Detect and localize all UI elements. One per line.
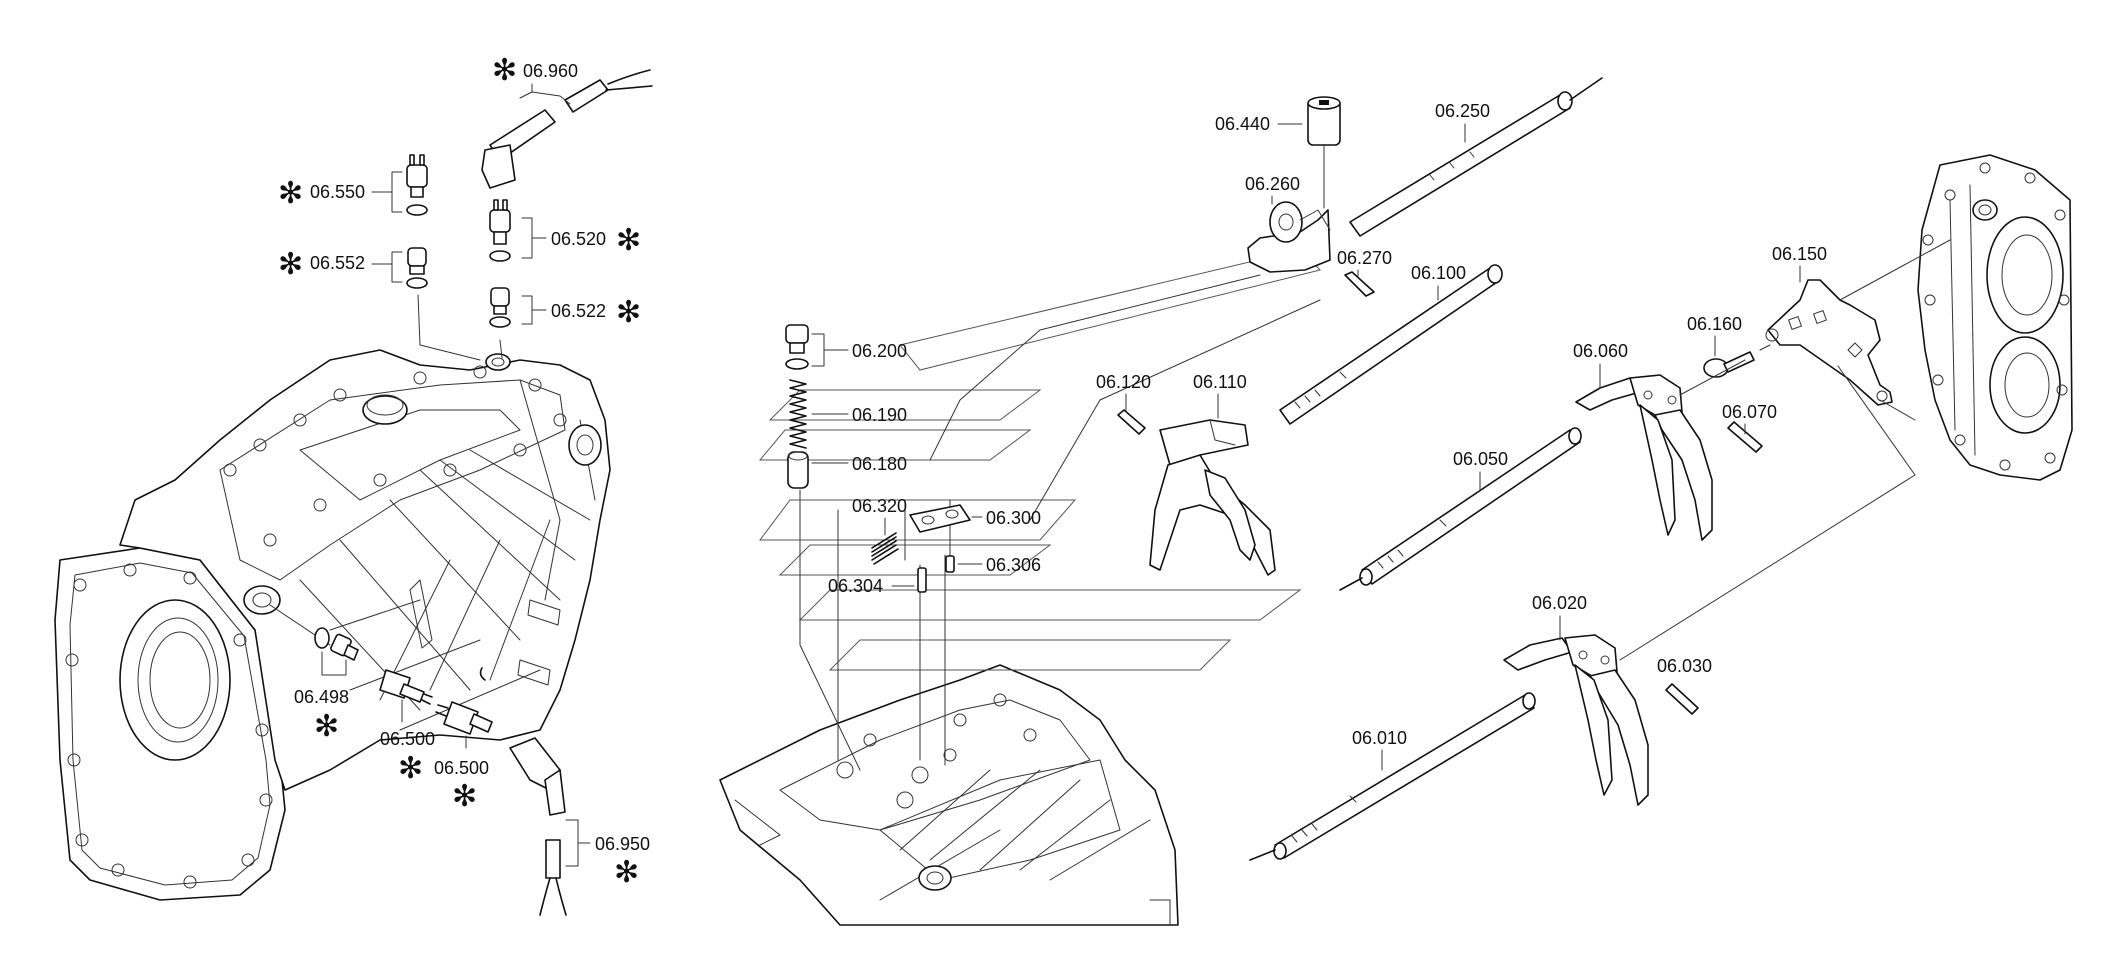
asterisk-06-520: ✻ [616, 223, 641, 258]
label-06-120: 06.120 [1096, 372, 1151, 392]
label-06-522: 06.522 [551, 301, 606, 321]
label-06-200: 06.200 [852, 341, 907, 361]
label-06-010: 06.010 [1352, 728, 1407, 748]
label-06-250: 06.250 [1435, 101, 1490, 121]
label-06-498: 06.498 [294, 687, 349, 707]
connector-06-960 [481, 69, 653, 189]
label-06-500-a: 06.500 [380, 729, 435, 749]
label-06-550: 06.550 [310, 182, 365, 202]
gearbox-housing-center [719, 664, 1179, 926]
fork-06-110 [1149, 419, 1276, 576]
plate-06-150 [1765, 279, 1893, 406]
asterisk-06-950: ✻ [614, 855, 639, 890]
label-06-150: 06.150 [1772, 244, 1827, 264]
label-06-070: 06.070 [1722, 402, 1777, 422]
plug-06-498 [314, 627, 359, 661]
switch-06-520 [489, 199, 511, 262]
label-06-520: 06.520 [551, 229, 606, 249]
pin-06-306 [945, 555, 955, 573]
label-06-110: 06.110 [1193, 372, 1247, 392]
connector-06-950 [479, 667, 567, 916]
label-06-270: 06.270 [1337, 248, 1392, 268]
label-06-060: 06.060 [1573, 341, 1628, 361]
label-06-300: 06.300 [986, 508, 1041, 528]
label-06-030: 06.030 [1657, 656, 1712, 676]
interlock-06-300 [909, 504, 971, 533]
center-leader-lines [799, 274, 1321, 771]
right-leader-lines [1619, 239, 1951, 661]
plunger-06-180 [787, 451, 809, 489]
label-06-304: 06.304 [828, 576, 883, 596]
gearbox-housing-left [54, 349, 611, 901]
switch-06-500-b [435, 701, 493, 735]
label-06-180: 06.180 [852, 454, 907, 474]
plug-06-200 [785, 324, 809, 370]
pin-06-270 [1344, 271, 1375, 297]
label-06-960: 06.960 [523, 61, 578, 81]
pin-06-070 [1727, 421, 1763, 453]
cap-06-440 [1307, 96, 1341, 146]
cover-right [1917, 154, 2073, 481]
label-06-320: 06.320 [852, 496, 907, 516]
asterisk-06-500-a: ✻ [398, 751, 423, 786]
rail-06-010 [1249, 692, 1536, 861]
fork-06-020 [1503, 634, 1649, 806]
selector-06-260 [1247, 201, 1331, 273]
label-06-500-b: 06.500 [434, 758, 489, 778]
asterisk-06-960: ✻ [492, 53, 517, 88]
label-06-440: 06.440 [1215, 114, 1270, 134]
guide-parallelograms [758, 249, 1321, 671]
label-06-950: 06.950 [595, 834, 650, 854]
spring-06-320 [871, 532, 899, 565]
label-06-260: 06.260 [1245, 174, 1300, 194]
pin-06-120 [1117, 409, 1146, 435]
switch-06-500-a [379, 669, 433, 705]
label-06-020: 06.020 [1532, 593, 1587, 613]
rail-06-250 [1349, 77, 1603, 237]
label-06-190: 06.190 [852, 405, 907, 425]
rail-06-100 [1279, 264, 1503, 425]
bolt-06-160 [1703, 351, 1755, 378]
label-06-552: 06.552 [310, 253, 365, 273]
asterisk-06-498: ✻ [314, 709, 339, 744]
part-labels: ✻ 06.960 ✻ 06.550 ✻ 06.552 06.520 ✻ 06.5… [278, 53, 1827, 890]
spring-06-190 [789, 379, 807, 449]
asterisk-06-552: ✻ [278, 247, 303, 282]
label-06-306: 06.306 [986, 555, 1041, 575]
label-06-160: 06.160 [1687, 314, 1742, 334]
plug-06-522 [489, 287, 511, 328]
rail-06-050 [1339, 427, 1582, 591]
fork-06-060 [1575, 374, 1713, 541]
label-06-100: 06.100 [1411, 263, 1466, 283]
pin-06-030 [1665, 683, 1699, 715]
label-06-050: 06.050 [1453, 449, 1508, 469]
asterisk-06-522: ✻ [616, 295, 641, 330]
asterisk-06-550: ✻ [278, 176, 303, 211]
pin-06-304 [917, 567, 927, 593]
plug-06-552 [406, 247, 428, 289]
switch-06-550 [406, 154, 428, 216]
asterisk-06-500-b: ✻ [452, 779, 477, 814]
